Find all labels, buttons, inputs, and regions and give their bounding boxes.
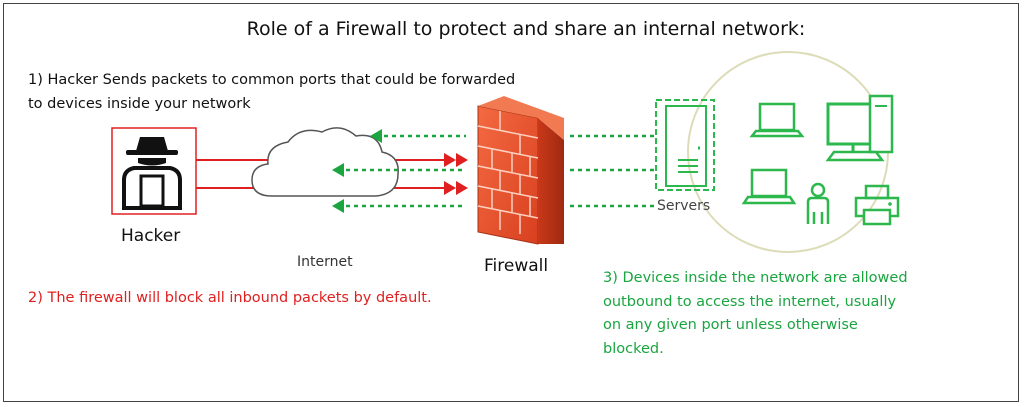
cloud-icon xyxy=(251,127,399,197)
laptop-icon xyxy=(749,102,805,138)
outbound-note-line: outbound to access the internet, usually xyxy=(603,293,897,310)
page-title: Role of a Firewall to protect and share … xyxy=(246,18,806,40)
firewall-icon xyxy=(477,96,564,245)
outbound-note: 3) Devices inside the network are allowe… xyxy=(603,267,908,361)
outbound-note-line: 3) Devices inside the network are allowe… xyxy=(603,270,908,286)
printer-icon xyxy=(854,184,900,226)
outbound-note-line: on any given port unless otherwise xyxy=(603,317,858,333)
block-note: 2) The firewall will block all inbound p… xyxy=(28,290,432,306)
hacker-note: 1) Hacker Sends packets to common ports … xyxy=(28,68,515,116)
hacker-label: Hacker xyxy=(121,226,181,246)
laptop-icon xyxy=(741,168,797,205)
servers-label: Servers xyxy=(657,198,711,214)
diagram-frame xyxy=(3,3,1019,402)
desktop-icon xyxy=(825,94,894,162)
user-icon xyxy=(806,182,830,224)
hacker-note-line: 1) Hacker Sends packets to common ports … xyxy=(28,72,516,88)
firewall-label: Firewall xyxy=(484,256,549,276)
server-icon xyxy=(655,99,715,191)
hacker-icon xyxy=(111,127,197,215)
internet-label: Internet xyxy=(297,254,353,270)
outbound-note-line: blocked. xyxy=(603,340,664,357)
hacker-note-line: to devices inside your network xyxy=(28,96,251,112)
outbound-packets xyxy=(332,129,656,213)
